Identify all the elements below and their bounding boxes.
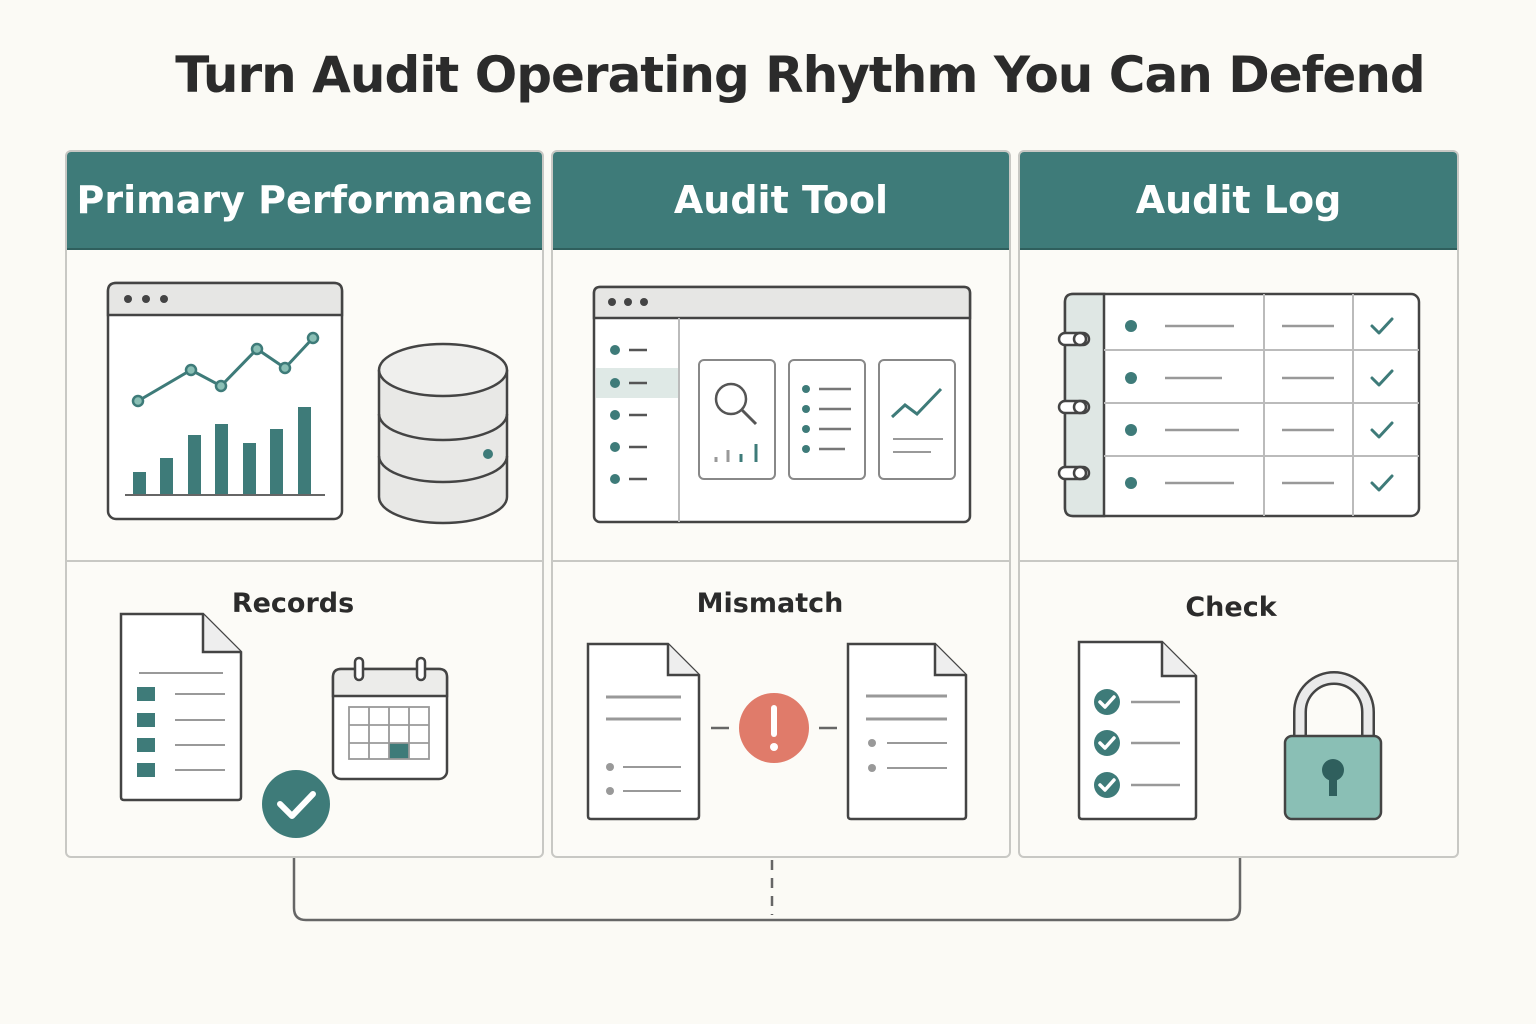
document-icon xyxy=(586,642,701,821)
panel-header: Primary Performance xyxy=(67,152,542,250)
list-icon xyxy=(788,359,866,480)
panel-header: Audit Log xyxy=(1020,152,1457,250)
panel-divider xyxy=(553,560,1009,562)
panel-primary-performance: Primary Performance Records xyxy=(65,150,544,858)
alert-icon xyxy=(711,693,837,763)
checklist-document-icon xyxy=(1077,640,1198,821)
checkmark-badge-icon xyxy=(262,770,330,838)
calendar-icon xyxy=(331,656,449,781)
document-icon xyxy=(119,612,243,802)
sub-label-records: Records xyxy=(231,588,355,619)
search-icon xyxy=(698,359,776,480)
panel-divider xyxy=(67,560,542,562)
app-window-icon xyxy=(592,285,972,524)
database-icon xyxy=(377,342,509,525)
panel-audit-log: Audit Log Check xyxy=(1018,150,1459,858)
document-icon xyxy=(846,642,968,821)
sub-label-mismatch: Mismatch xyxy=(696,588,844,619)
sub-label-check: Check xyxy=(1185,592,1277,623)
panel-divider xyxy=(1020,560,1457,562)
browser-chart-icon xyxy=(106,281,344,521)
trend-icon xyxy=(878,359,956,480)
panel-audit-tool: Audit Tool Mismatch xyxy=(551,150,1011,858)
page-title: Turn Audit Operating Rhythm You Can Defe… xyxy=(175,46,1425,104)
notebook-checklist-icon xyxy=(1057,292,1421,518)
panel-header: Audit Tool xyxy=(553,152,1009,250)
padlock-icon xyxy=(1283,671,1383,821)
